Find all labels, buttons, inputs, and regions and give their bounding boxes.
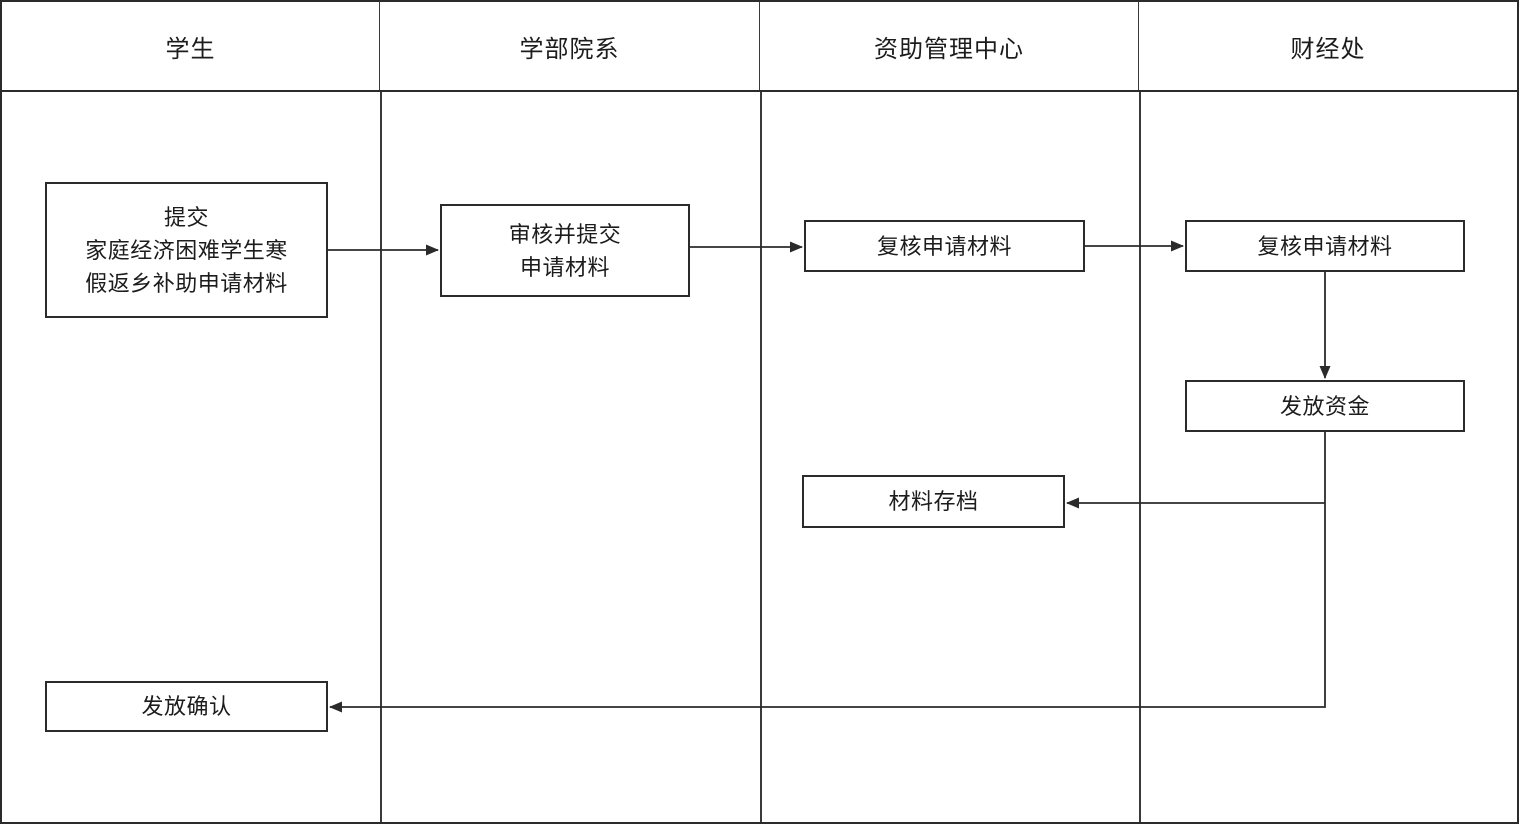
lane-header-faculty: 学部院系 — [380, 2, 760, 90]
lane-divider — [760, 92, 762, 822]
node-review-and-submit: 审核并提交 申请材料 — [440, 204, 690, 297]
lane-header-finance-office: 财经处 — [1290, 35, 1366, 63]
node-disburse-funds: 发放资金 — [1185, 380, 1465, 432]
node-archive-materials: 材料存档 — [802, 475, 1065, 528]
lane-divider — [1139, 92, 1141, 822]
lane-header-row: 学生 学部院系 资助管理中心 财经处 — [2, 2, 1517, 92]
lane-divider — [380, 92, 382, 822]
lane-header-student: 学生 — [2, 2, 380, 90]
lane-header-aid-center: 资助管理中心 — [760, 2, 1139, 90]
node-disbursement-confirmation: 发放确认 — [45, 681, 328, 732]
node-submit-application: 提交 家庭经济困难学生寒 假返乡补助申请材料 — [45, 182, 328, 318]
node-recheck-aid-center: 复核申请材料 — [804, 220, 1085, 272]
edge-disburse-to-confirm — [329, 432, 1326, 713]
node-recheck-finance-office: 复核申请材料 — [1185, 220, 1465, 272]
